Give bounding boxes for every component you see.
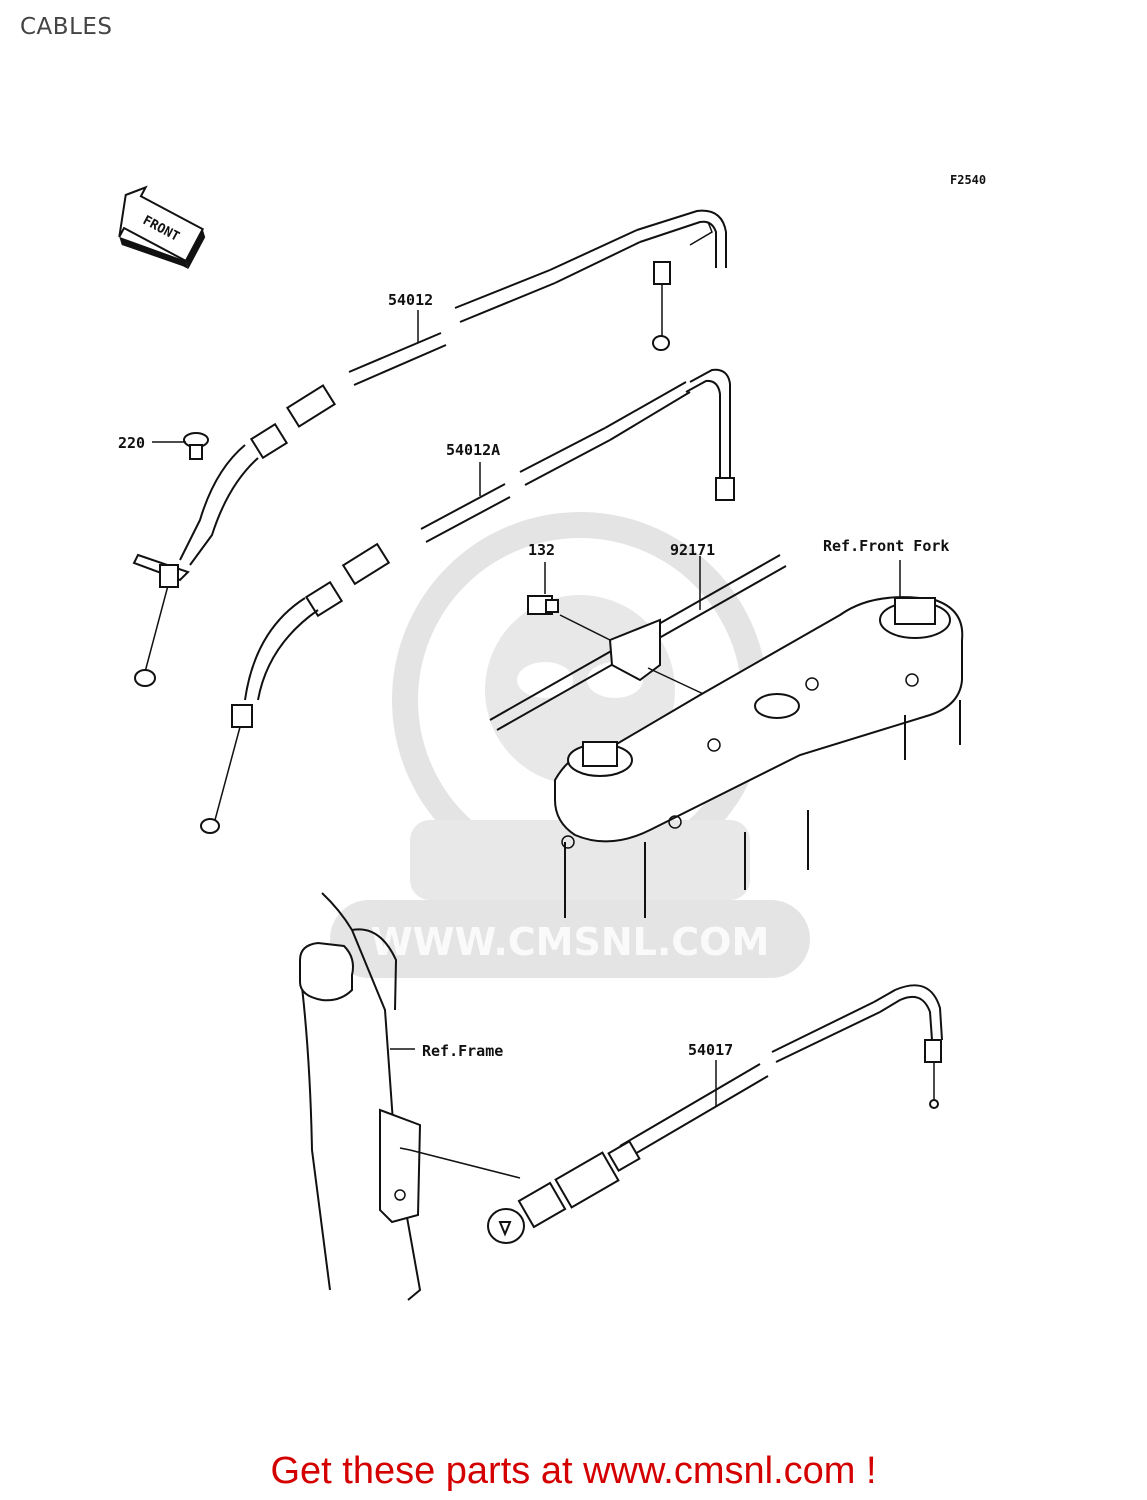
figure-code: F2540 <box>950 173 986 187</box>
callout-132: 132 <box>528 541 555 559</box>
cable-54012a <box>200 368 735 834</box>
parts-diagram: WWW.CMSNL.COM F2540 FRONT 54012 220 <box>118 173 986 1301</box>
promo-text: Get these parts at www.cmsnl.com ! <box>270 1450 877 1492</box>
leader-54017-to-frame <box>409 1149 521 1179</box>
leader-bracket-to-fork <box>647 667 713 699</box>
callout-92171: 92171 <box>670 541 715 559</box>
cable-54017 <box>487 984 943 1244</box>
callout-220: 220 <box>118 434 145 452</box>
bolt-132 <box>527 595 559 615</box>
callout-ref-front-fork: Ref.Front Fork <box>823 537 949 555</box>
cable-54012 <box>132 209 727 687</box>
frame-section <box>299 892 422 1301</box>
guide-92171 <box>489 554 787 731</box>
page-title: CABLES <box>20 14 113 40</box>
screw-220 <box>183 432 209 460</box>
watermark-text: WWW.CMSNL.COM <box>371 920 770 964</box>
front-arrow-icon: FRONT <box>118 185 206 270</box>
callout-54012: 54012 <box>388 291 433 309</box>
callout-ref-frame: Ref.Frame <box>422 1042 503 1060</box>
leader-132-to-bracket <box>559 614 611 641</box>
callout-54012a: 54012A <box>446 441 500 459</box>
front-fork-bracket <box>554 560 964 918</box>
callout-54017: 54017 <box>688 1041 733 1059</box>
